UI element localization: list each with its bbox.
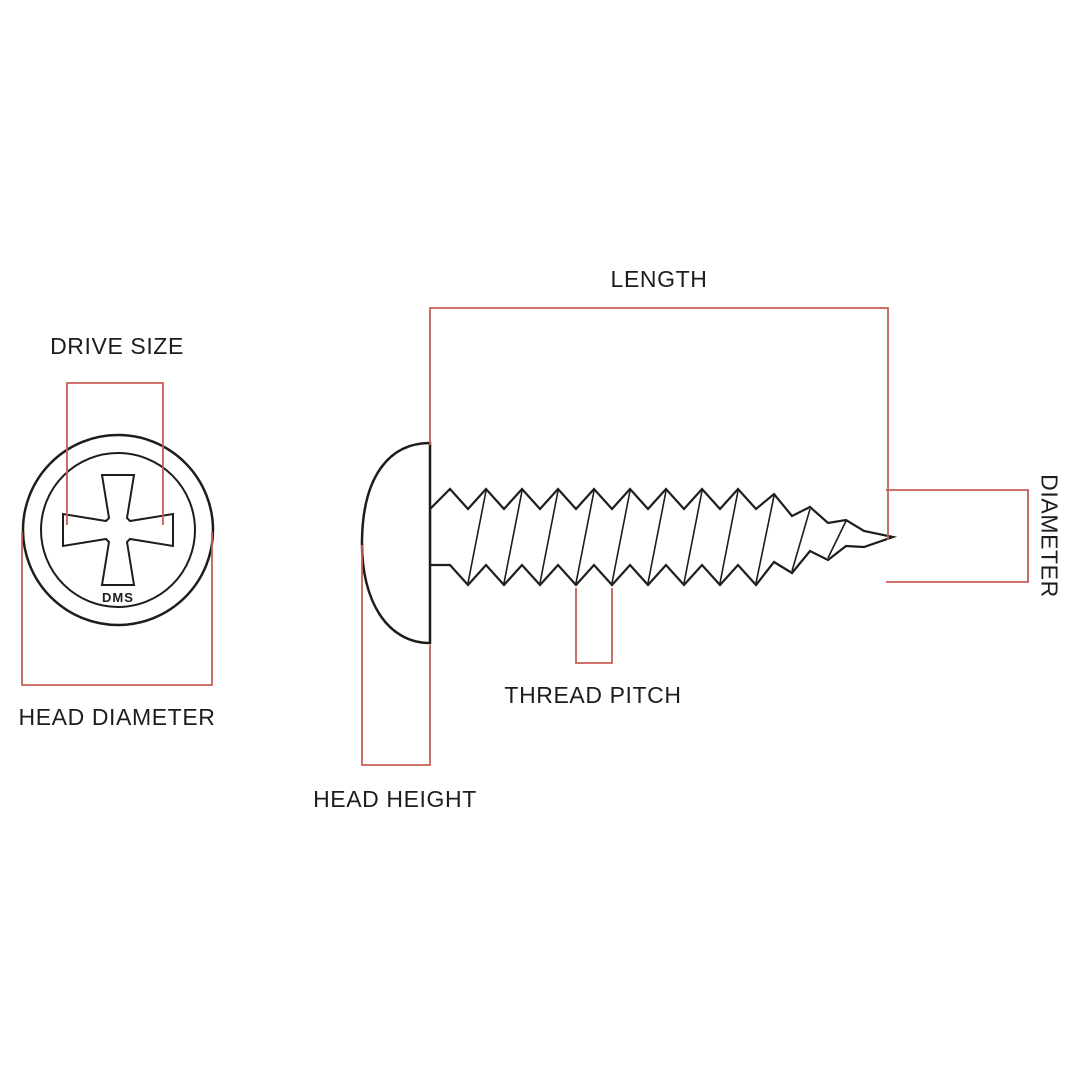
screw-front-view (21, 433, 215, 627)
dimension-brackets (21, 307, 1029, 766)
screw-side-view (360, 441, 898, 645)
screw-head-side (360, 441, 432, 645)
head-height-dimension-bracket (361, 545, 431, 766)
head-diameter-label: HEAD DIAMETER (18, 704, 216, 730)
thread-pitch-dimension-bracket (575, 588, 613, 664)
head-diameter-dimension-bracket (21, 532, 213, 686)
phillips-drive-cross (62, 474, 174, 586)
drive-size-label: DRIVE SIZE (50, 333, 184, 359)
length-dimension-bracket (429, 307, 889, 540)
diameter-label: DIAMETER (1036, 474, 1063, 598)
brand-mark: DMS (102, 590, 134, 605)
length-label: LENGTH (610, 266, 708, 292)
screw-shank-threads (428, 487, 898, 587)
thread-helix-lines (467, 490, 847, 584)
thread-pitch-label: THREAD PITCH (504, 682, 682, 708)
drive-size-dimension-bracket (66, 382, 164, 525)
diameter-dimension-bracket (886, 489, 1029, 583)
head-height-label: HEAD HEIGHT (313, 786, 477, 812)
